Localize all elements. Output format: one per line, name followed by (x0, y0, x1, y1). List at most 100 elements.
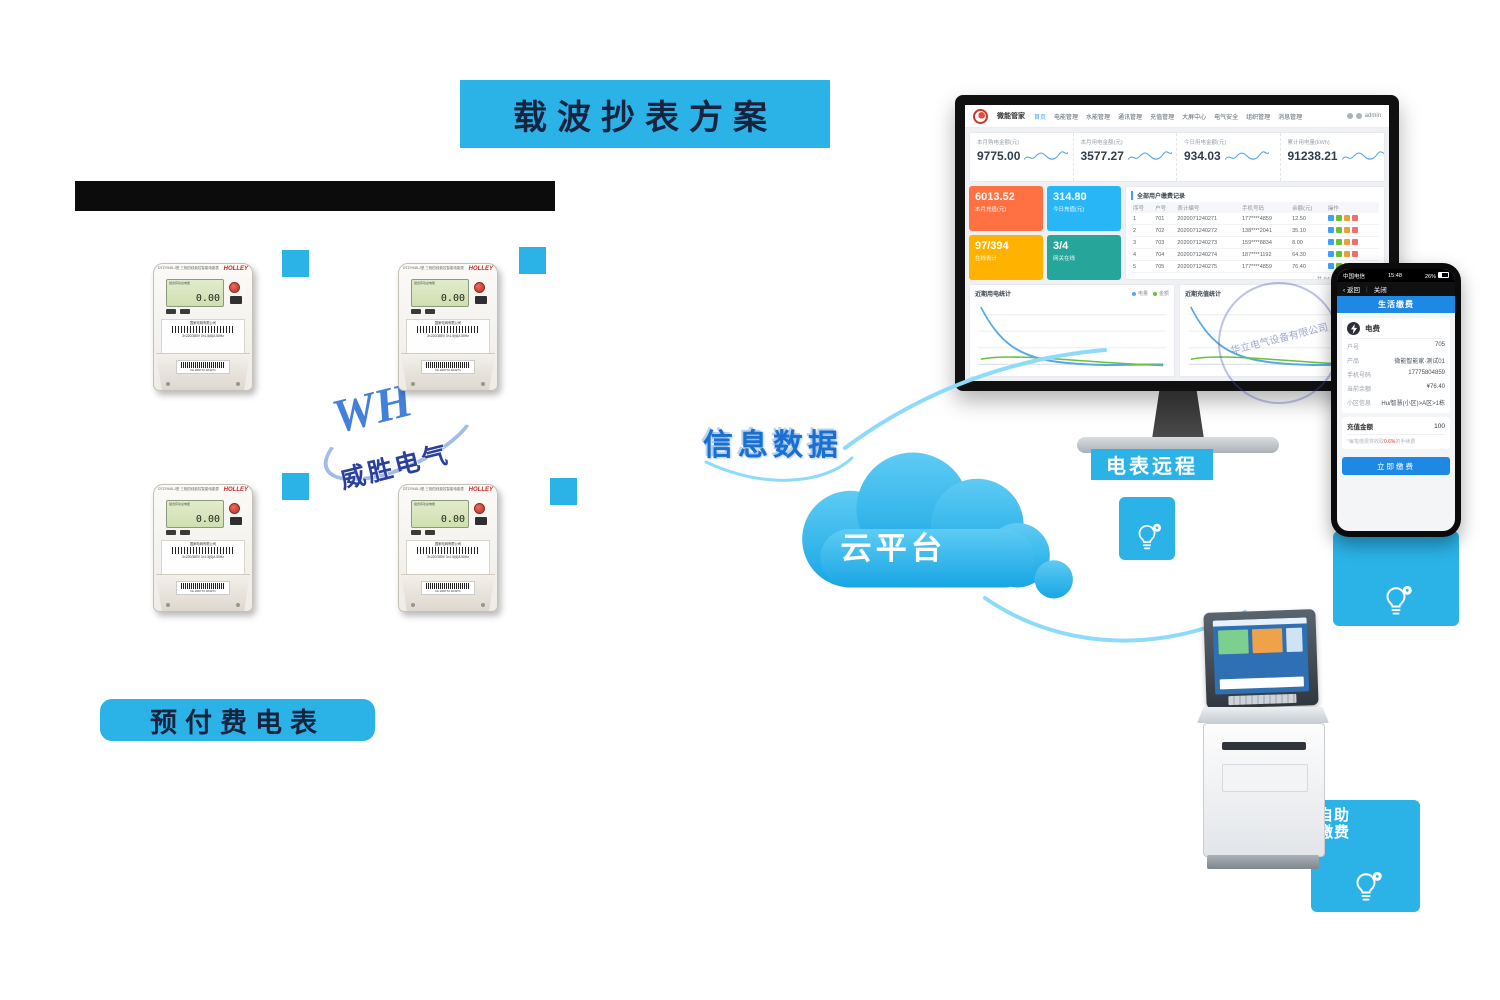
pay-now-button[interactable]: 立即缴费 (1342, 457, 1450, 475)
meter-slot: DTZY545-J型 三相四线费控智能电能表 HOLLEY 组合有功总电能 0.… (153, 263, 253, 391)
table-action-button[interactable] (1335, 226, 1342, 233)
table-cell: 1 (1131, 213, 1154, 225)
dashboard-brand: 微能管家 (997, 113, 1025, 120)
connector-node (282, 473, 309, 500)
meter-lcd-tag: 组合有功总电能 (414, 281, 436, 285)
dashboard-nav-item[interactable]: 通讯管理 (1118, 114, 1143, 121)
table-action-button[interactable] (1327, 250, 1334, 257)
phone-field-value: 微能智能家·测试01 (1394, 358, 1445, 365)
meter-lcd-tag: 组合有功总电能 (169, 502, 191, 506)
dashboard-nav-item[interactable]: 大屏中心 (1182, 114, 1207, 121)
table-action-button[interactable] (1327, 238, 1334, 245)
meter-nameplate-line: 国家电网有限公司 (189, 321, 217, 325)
table-action-button[interactable] (1343, 214, 1350, 221)
meter-nameplate-line: 3×220/380V 3×1.5(6)A 50Hz (182, 555, 224, 560)
dashboard-logo-icon (973, 108, 988, 124)
meter-brand: HOLLEY (468, 266, 493, 272)
back-button[interactable]: ‹ 返回 (1343, 287, 1360, 294)
meter-terminal-cover: No.200772 404271 (400, 353, 496, 390)
table-action-button[interactable] (1351, 214, 1358, 221)
table-action-button[interactable] (1351, 238, 1358, 245)
phone-nav-bar: ‹ 返回 | 关闭 (1337, 282, 1455, 296)
connector-node (282, 250, 309, 277)
table-action-button[interactable] (1327, 262, 1334, 269)
dashboard-nav-item[interactable]: 电能管理 (1054, 114, 1079, 121)
meter-ir-port-icon (475, 517, 487, 525)
phone-field-label: 小区信息 (1347, 400, 1372, 407)
dashboard-navbar: 微能管家 首页电能管理水能管理通讯管理充值管理大屏中心电气安全组织管理消息管理 … (965, 105, 1389, 128)
table-action-button[interactable] (1343, 250, 1350, 257)
remote-meter-label: 电表远程 (1091, 449, 1213, 480)
battery-icon (1437, 271, 1449, 278)
meter-brand: HOLLEY (223, 266, 248, 272)
dashboard-nav-item[interactable]: 电气安全 (1214, 114, 1239, 121)
dashboard-nav-item[interactable]: 组织管理 (1246, 114, 1271, 121)
phone-field-value: 17775804859 (1408, 369, 1445, 376)
avatar[interactable] (1355, 113, 1362, 119)
cloud-shape (802, 452, 1073, 599)
meter-model-text: DTZY545-J型 三相四线费控智能电能表 (403, 487, 464, 491)
table-action-button[interactable] (1327, 214, 1334, 221)
stat-cell: 本月购电金额(元)9775.00 (970, 133, 1074, 181)
close-button[interactable]: 关闭 (1373, 287, 1387, 294)
table-actions (1325, 213, 1379, 225)
table-action-button[interactable] (1327, 226, 1334, 233)
meter-lcd: 组合有功总电能 0.00 (411, 500, 469, 528)
prepaid-meter: DTZY545-J型 三相四线费控智能电能表 HOLLEY 组合有功总电能 0.… (398, 263, 498, 391)
meter-terminal-cover: No.200772 404271 (155, 353, 251, 390)
meter-sticker: No.200772 404271 (421, 360, 475, 374)
table-action-button[interactable] (1343, 226, 1350, 233)
meter-nameplate-line: 3×220/380V 3×1.5(6)A 50Hz (427, 555, 469, 560)
phone-field-label: 户号 (1347, 344, 1360, 351)
table-cell: 2020071240272 (1175, 224, 1240, 237)
dashboard-user[interactable]: admin (1346, 113, 1381, 119)
meter-lcd: 组合有功总电能 0.00 (411, 279, 469, 307)
table-action-button[interactable] (1351, 226, 1358, 233)
meter-key (180, 309, 190, 314)
meter-key (411, 309, 421, 314)
table-action-button[interactable] (1343, 238, 1350, 245)
meter-serial: No.200772 404271 (435, 368, 461, 372)
recharge-amount-input[interactable]: 100 (1434, 422, 1445, 430)
meter-button (474, 503, 485, 514)
dashboard-nav-item[interactable]: 消息管理 (1278, 114, 1303, 121)
table-header: 户号 (1153, 202, 1176, 213)
meter-terminal-cover: No.200772 404271 (155, 574, 251, 611)
meter-nameplate-line: 国家电网有限公司 (434, 321, 462, 325)
table-actions (1325, 248, 1379, 261)
dashboard-screen: 微能管家 首页电能管理水能管理通讯管理充值管理大屏中心电气安全组织管理消息管理 … (965, 105, 1389, 381)
prepaid-meter: DTZY545-J型 三相四线费控智能电能表 HOLLEY 组合有功总电能 0.… (153, 263, 253, 391)
chart-legend: 电量金额 (1131, 290, 1169, 297)
bell-icon[interactable] (1346, 113, 1353, 119)
meter-nameplate-line: 3×220/380V 3×1.5(6)A 50Hz (427, 334, 469, 339)
meter-key (425, 530, 435, 535)
meter-key (166, 309, 176, 314)
table-cell: 2020071240273 (1175, 236, 1240, 249)
meter-nameplate: 国家电网有限公司 3×220/380V 3×1.5(6)A 50Hz (406, 319, 490, 356)
dashboard-nav-item[interactable]: 充值管理 (1150, 114, 1175, 121)
table-action-button[interactable] (1335, 214, 1342, 221)
table-header: 表计编号 (1175, 202, 1240, 213)
table-action-button[interactable] (1335, 238, 1342, 245)
dashboard-nav-item[interactable]: 首页 (1034, 114, 1047, 121)
kiosk-keypad[interactable] (1228, 693, 1297, 706)
table-action-button[interactable] (1335, 250, 1342, 257)
remote-meter-icon-box (1119, 497, 1175, 560)
meter-barcode (172, 547, 234, 555)
dashboard-nav-item[interactable]: 水能管理 (1086, 114, 1111, 121)
table-action-button[interactable] (1351, 250, 1358, 257)
meter-barcode (181, 362, 225, 368)
meter-serial: No.200772 404271 (190, 589, 216, 593)
meter-lcd-tag: 组合有功总电能 (414, 502, 436, 506)
table-cell: 701 (1153, 213, 1176, 225)
meter-barcode (181, 583, 225, 589)
